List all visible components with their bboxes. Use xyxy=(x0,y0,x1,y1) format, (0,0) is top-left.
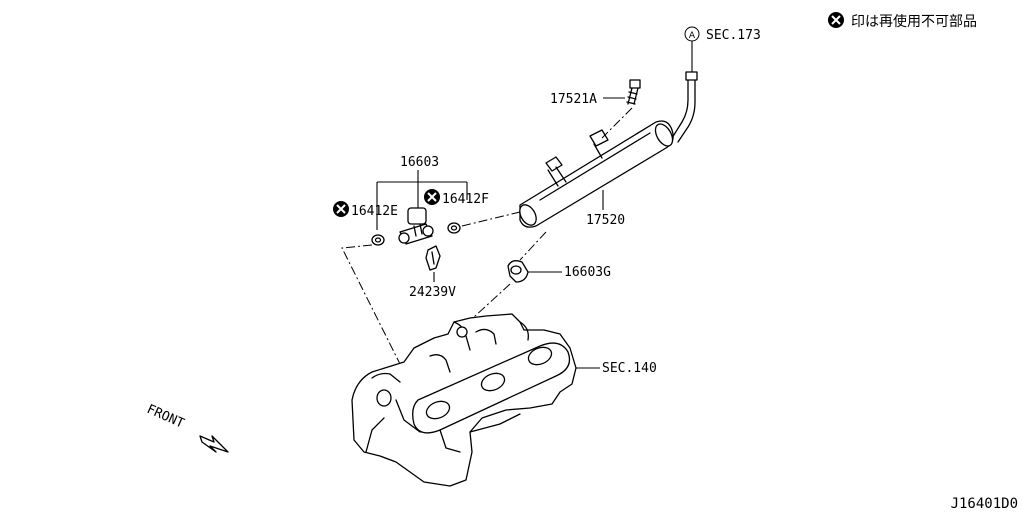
label-sec140: SEC.140 xyxy=(602,361,657,376)
label-24239v: 24239V xyxy=(409,285,456,300)
sec173-marker: A xyxy=(689,31,696,41)
legend-text: 印は再使用不可部品 xyxy=(851,13,977,30)
sec173-callout: A SEC.173 xyxy=(684,26,761,72)
non-reusable-x-icon xyxy=(333,201,349,217)
non-reusable-x-icon xyxy=(424,189,440,205)
front-arrow-icon xyxy=(199,435,229,453)
legend: 印は再使用不可部品 xyxy=(828,12,977,30)
fuel-rail xyxy=(519,120,674,228)
o-ring-16412f: 16412F xyxy=(424,189,489,234)
non-reusable-x-icon xyxy=(828,12,844,28)
label-16412f: 16412F xyxy=(442,192,489,207)
label-front: FRONT xyxy=(144,402,186,432)
label-16603g: 16603G xyxy=(564,265,611,280)
label-17521a: 17521A xyxy=(550,92,597,107)
diagram-code: J16401D0 xyxy=(951,496,1018,512)
fuel-feed-pipe xyxy=(671,71,698,143)
label-16603: 16603 xyxy=(400,155,439,170)
bolt-17521a: 17521A xyxy=(550,79,641,107)
fuel-injector xyxy=(398,207,434,245)
injector-bracket-16603: 16603 xyxy=(376,155,468,230)
intake-manifold: SEC.140 xyxy=(351,313,657,487)
insulator-16603g: 16603G xyxy=(507,260,611,283)
o-ring-16412e: 16412E xyxy=(333,201,398,246)
label-sec173: SEC.173 xyxy=(706,28,761,43)
label-16412e: 16412E xyxy=(351,204,398,219)
front-direction-indicator: FRONT xyxy=(144,402,229,453)
label-17520: 17520 xyxy=(586,213,625,228)
clip-24239v: 24239V xyxy=(409,245,456,300)
